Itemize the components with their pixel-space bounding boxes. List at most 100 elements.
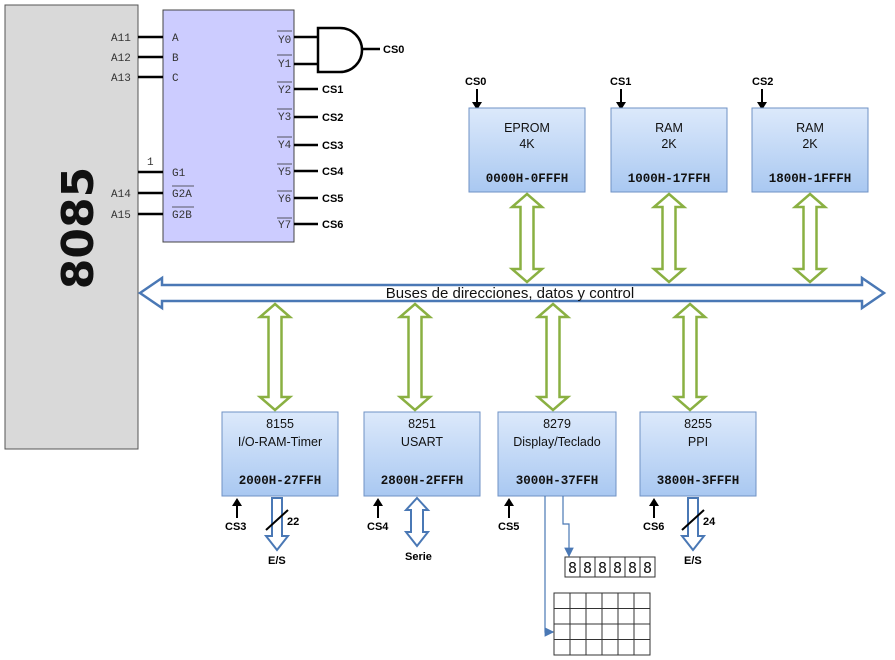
output-y3-label: Y3: [278, 112, 291, 124]
io-cs3-label: CS3: [225, 521, 246, 533]
output-y5-label: Y5: [278, 167, 291, 179]
io-block-8251-desc: USART: [401, 435, 444, 449]
memory-block-ram-1-cs: CS1: [610, 76, 631, 88]
io-cs5-label: CS5: [498, 521, 519, 533]
cpu-8085: 8085: [4, 4, 139, 450]
output-y2-label: Y2: [278, 85, 291, 97]
cs2-label: CS2: [322, 112, 343, 124]
memory-block-eprom-name: EPROM: [504, 121, 550, 135]
pin-a: A: [172, 33, 179, 45]
pin-c: C: [172, 73, 179, 85]
cs5-label: CS5: [322, 193, 343, 205]
cpu-label: 8085: [53, 167, 104, 289]
memory-block-ram-2-range: 1800H-1FFFH: [769, 172, 852, 186]
memory-block-ram-1-name: RAM: [655, 121, 683, 135]
input-signal-a13: A13: [111, 73, 131, 85]
io-blocks: 8155 I/O-RAM-Timer 2000H-27FFH 8251 USAR…: [221, 411, 757, 497]
memory-block-eprom-cs: CS0: [465, 76, 486, 88]
cs6-label: CS6: [322, 219, 343, 231]
output-y0: Y0: [277, 30, 318, 47]
io-8155-width: 22: [287, 516, 299, 528]
and-gate: [316, 26, 380, 74]
output-y7-label: Y7: [278, 220, 291, 232]
output-y3: Y3: [277, 108, 318, 124]
decoder-cs-labels: CS0 CS1 CS2 CS3 CS4 CS5 CS6: [322, 44, 404, 231]
memory-block-eprom-size: 4K: [519, 137, 535, 151]
memory-block-ram-2: CS2 RAM 2K 1800H-1FFFH: [751, 76, 869, 193]
display-digit: 8: [583, 559, 592, 577]
output-y1-label: Y1: [278, 59, 292, 71]
display-digit: 8: [643, 559, 652, 577]
io-block-8279-desc: Display/Teclado: [513, 435, 601, 449]
io-block-8255: 8255 PPI 3800H-3FFFH: [639, 411, 757, 497]
io-8251-out-label: Serie: [405, 551, 432, 563]
cs1-label: CS1: [322, 84, 343, 96]
cs0-label: CS0: [383, 44, 404, 56]
io-8279-links: [544, 496, 574, 637]
enable-signal-a14: A14: [111, 189, 131, 201]
io-8251-port: Serie: [403, 496, 432, 563]
memory-block-eprom-range: 0000H-0FFFH: [486, 172, 569, 186]
enable-signal-1: 1: [147, 157, 154, 169]
io-cs-inputs: CS3 CS4 CS5 CS6: [225, 498, 664, 533]
memory-blocks: CS0 EPROM 4K 0000H-0FFFH CS1 RAM 2K 1000…: [465, 76, 869, 193]
memory-bus-connectors: [508, 192, 829, 284]
io-8255-out-label: E/S: [684, 555, 702, 567]
io-8155-port: 22 E/S: [263, 497, 299, 567]
io-block-8279: 8279 Display/Teclado 3000H-37FFH: [497, 411, 617, 497]
input-signal-a11: A11: [111, 33, 131, 45]
io-bus-connector-2: [396, 302, 434, 412]
memory-block-ram-2-cs: CS2: [752, 76, 773, 88]
memory-bus-connector-3: [791, 192, 829, 284]
io-bus-connectors: [256, 302, 709, 412]
bus-label: Buses de direcciones, datos y control: [386, 285, 634, 302]
pin-g2a: G2A: [172, 189, 192, 201]
io-bus-connector-3: [534, 302, 572, 412]
decoder-inputs: A11 A12 A13 A B C: [111, 33, 179, 85]
decoder-74138: [162, 9, 295, 243]
memory-block-ram-2-name: RAM: [796, 121, 824, 135]
output-y2: Y2: [277, 81, 318, 97]
enable-signal-a15: A15: [111, 210, 131, 222]
output-y5: Y5: [277, 163, 318, 179]
memory-block-ram-1: CS1 RAM 2K 1000H-17FFH: [610, 76, 728, 193]
io-block-8251-range: 2800H-2FFFH: [381, 474, 464, 488]
output-y4: Y4: [277, 136, 318, 152]
io-block-8279-range: 3000H-37FFH: [516, 474, 599, 488]
output-y4-label: Y4: [278, 140, 292, 152]
display-digit: 8: [613, 559, 622, 577]
pin-g2b: G2B: [172, 210, 192, 222]
output-y7: Y7: [277, 217, 318, 232]
keypad-grid: [553, 592, 651, 656]
system-bus: Buses de direcciones, datos y control: [137, 275, 887, 311]
io-cs4-label: CS4: [367, 521, 389, 533]
io-block-8251: 8251 USART 2800H-2FFFH: [363, 411, 481, 497]
memory-block-ram-1-size: 2K: [661, 137, 677, 151]
io-8255-port: 24 E/S: [679, 497, 716, 567]
input-signal-a12: A12: [111, 53, 131, 65]
pin-g1: G1: [172, 168, 186, 180]
io-block-8155-desc: I/O-RAM-Timer: [238, 435, 322, 449]
output-y1: Y1: [277, 54, 318, 71]
memory-block-eprom: CS0 EPROM 4K 0000H-0FFFH: [465, 76, 586, 193]
decoder-outputs: Y0 Y1 Y2 Y3 Y4 Y5 Y6: [277, 30, 318, 232]
display-digit: 8: [628, 559, 637, 577]
output-y0-label: Y0: [278, 35, 291, 47]
memory-block-ram-1-range: 1000H-17FFH: [628, 172, 711, 186]
cs4-label: CS4: [322, 166, 344, 178]
io-block-8279-name: 8279: [543, 417, 571, 431]
decoder-enables: 1 A14 A15 G1 G2A G2B: [111, 157, 194, 222]
io-bus-connector-4: [671, 302, 709, 412]
output-y6-label: Y6: [278, 194, 291, 206]
io-8155-out-label: E/S: [268, 555, 286, 567]
io-block-8255-name: 8255: [684, 417, 712, 431]
cs3-label: CS3: [322, 140, 343, 152]
io-block-8155-range: 2000H-27FFH: [239, 474, 322, 488]
pin-b: B: [172, 53, 179, 65]
io-block-8255-range: 3800H-3FFFH: [657, 474, 740, 488]
io-block-8251-name: 8251: [408, 417, 436, 431]
memory-block-ram-2-size: 2K: [802, 137, 818, 151]
display-digit: 8: [598, 559, 607, 577]
